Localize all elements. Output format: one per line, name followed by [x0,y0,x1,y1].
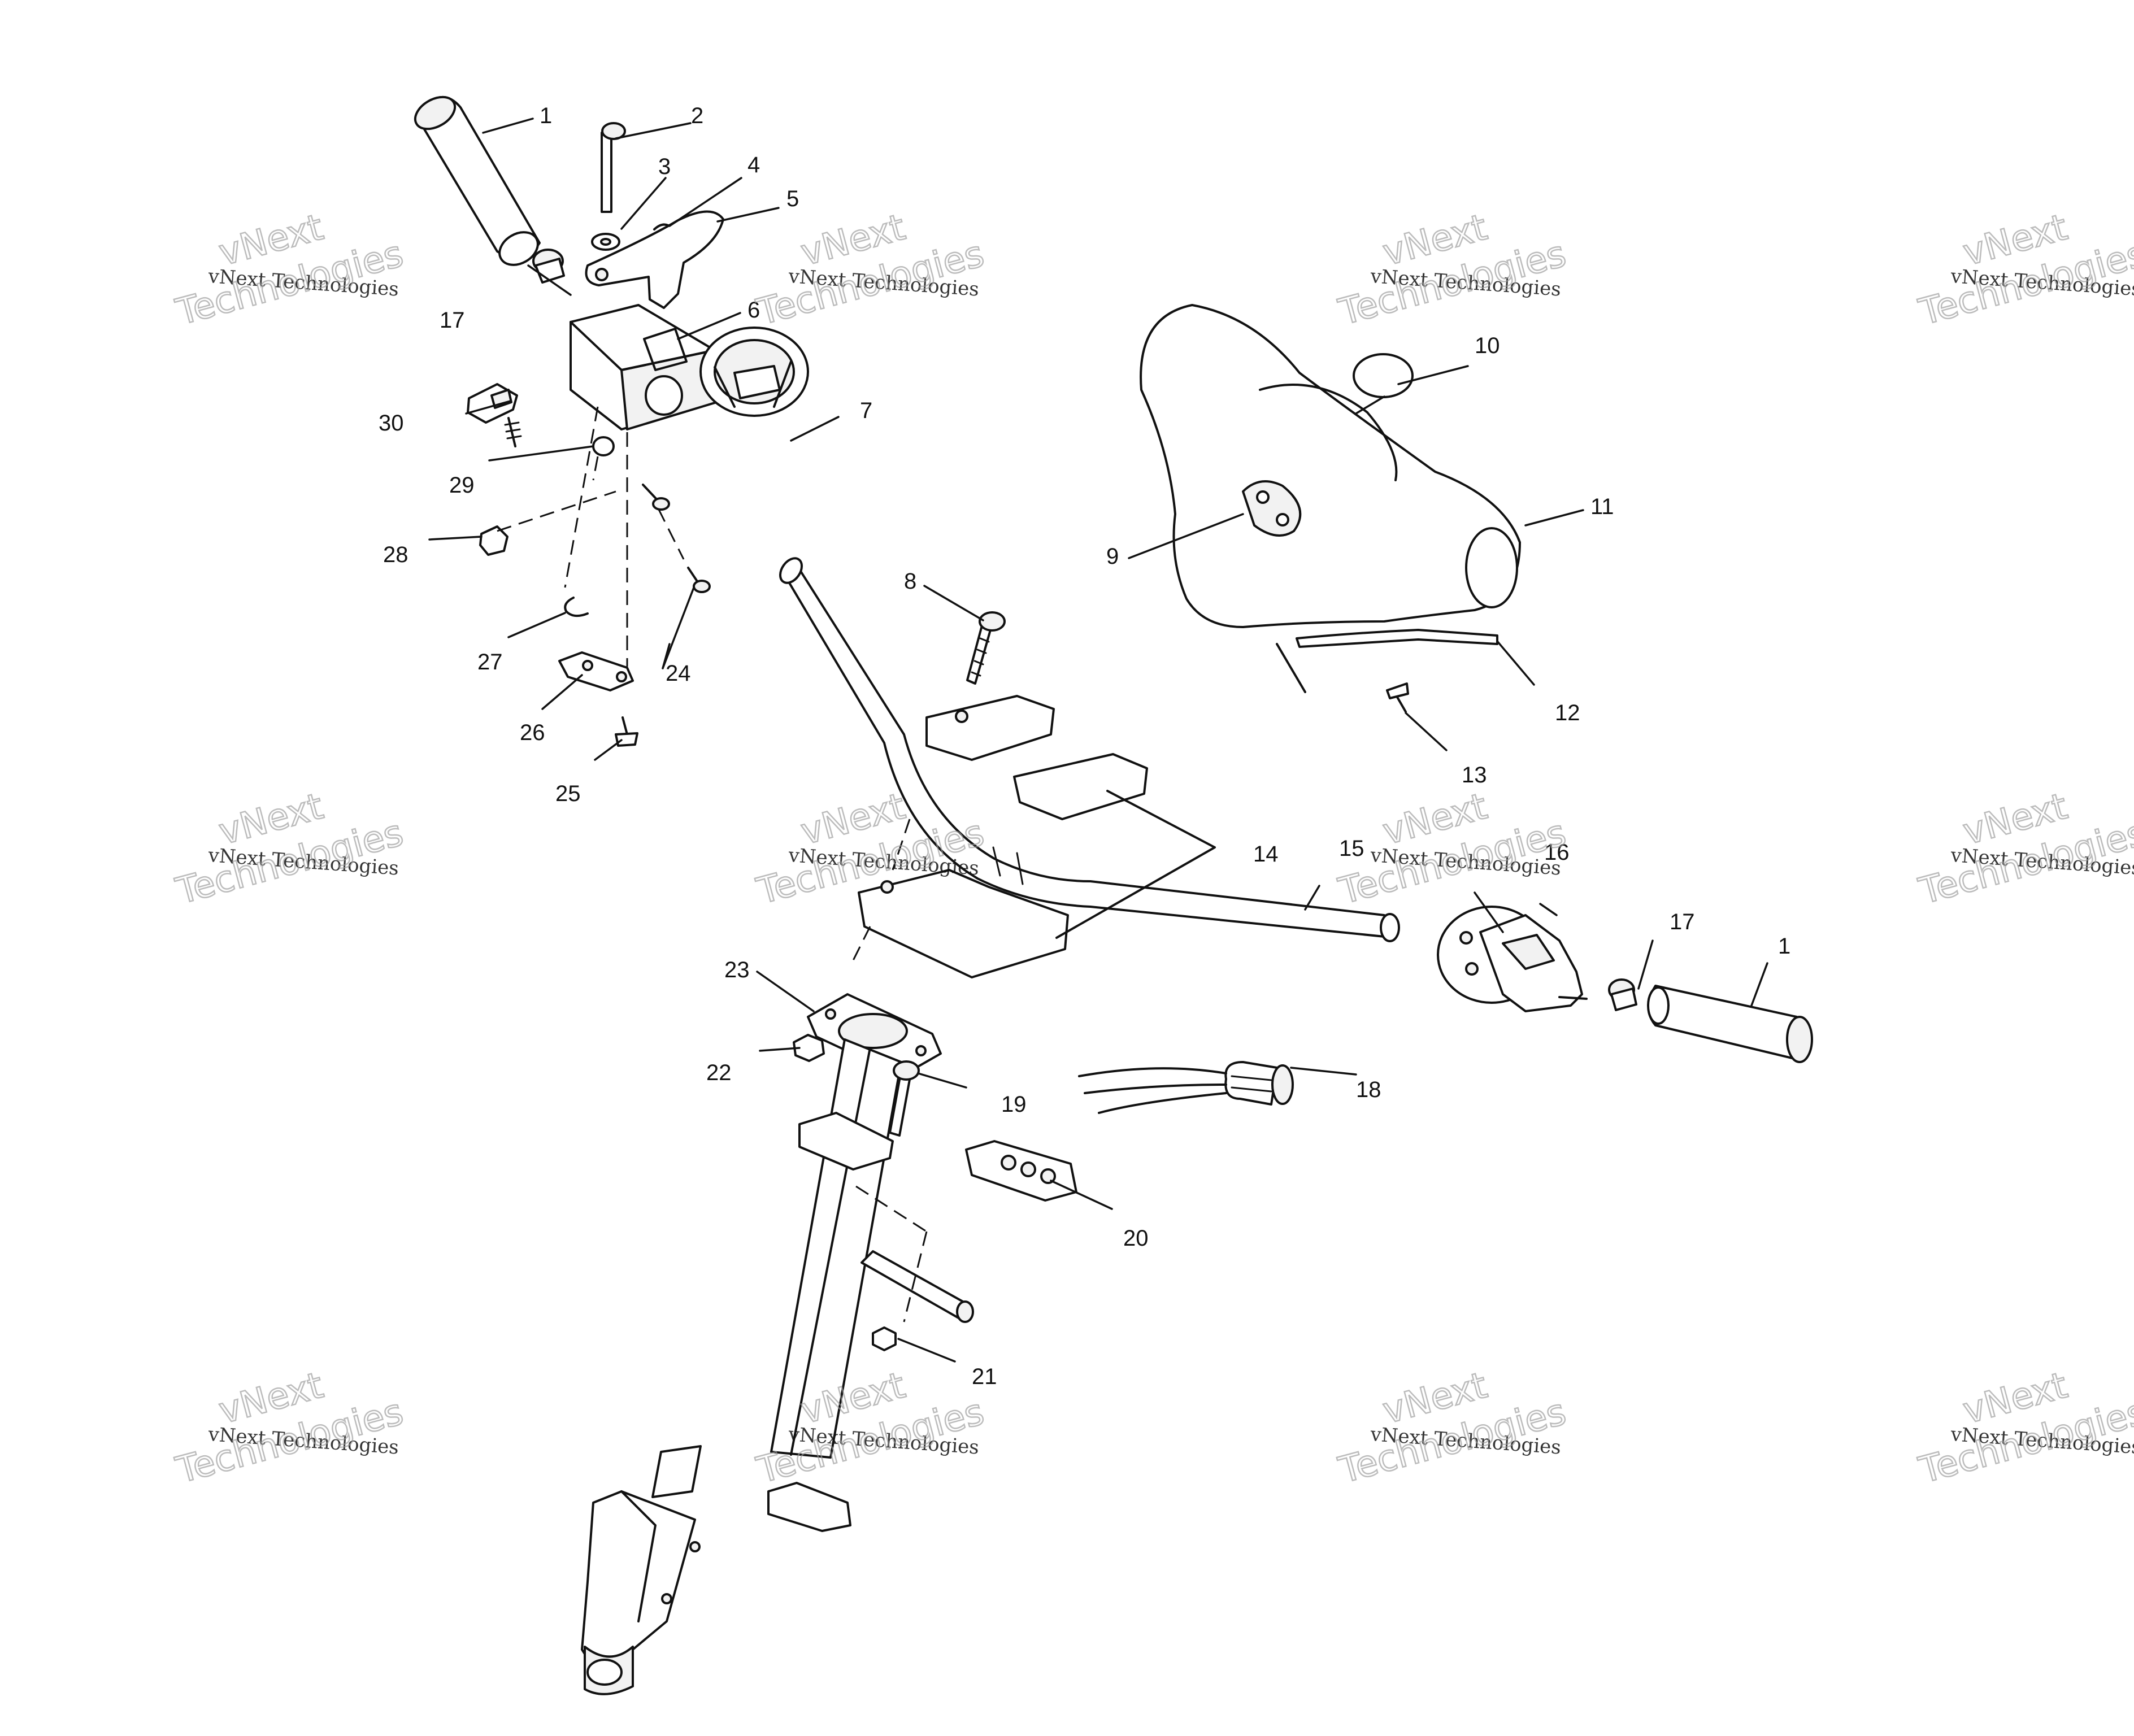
callout-3: 3 [658,154,671,179]
assembly-line-post [855,1185,928,1322]
part-24-screws [642,484,711,593]
callout-9: 9 [1106,544,1119,569]
part-12-strap [1296,629,1498,648]
part-29-ball [592,436,615,456]
part-16-right-switch-housing [1437,906,1588,1012]
callout-1-left: 1 [540,103,552,128]
watermark: vNext Technologies vNext Technologies [171,785,408,913]
callout-labels: 1 2 3 4 5 17 6 30 7 29 28 8 27 24 26 25 … [379,103,1790,1389]
part-17-plug-right [1608,978,1637,1011]
watermark: vNext Technologies vNext Technologies [1334,1364,1571,1493]
assembly-line-clamp [852,926,871,961]
part-23-steering-plate [807,993,942,1077]
watermark: vNext Technologies vNext Technologies [1914,206,2134,334]
callout-14: 14 [1253,842,1279,867]
leader-lines [428,118,1768,1363]
callout-30: 30 [379,411,404,436]
watermark: vNext Technologies vNext Technologies [1334,785,1571,913]
callout-5: 5 [786,186,799,211]
part-19-bolt [889,1060,920,1137]
part-20-bracket [965,1140,1077,1202]
callout-22: 22 [706,1060,732,1085]
watermark: vNext Technologies vNext Technologies [752,206,989,334]
assembly-line-nut [497,490,616,532]
part-18-heater-element [1078,1061,1294,1114]
callout-21: 21 [972,1364,997,1389]
callout-13: 13 [1462,763,1487,787]
callout-17-left: 17 [440,308,465,333]
part-27-clip [564,597,589,617]
assembly-line-clamp [892,819,911,871]
part-6-control-housing [570,304,722,430]
callout-20: 20 [1123,1226,1149,1251]
watermark: vNext Technologies vNext Technologies [1334,206,1571,334]
watermark: vNext Technologies vNext Technologies [1914,1364,2134,1493]
watermark: vNext Technologies vNext Technologies [1914,785,2134,913]
part-30-connector [467,383,522,447]
callout-17-right: 17 [1670,910,1695,934]
part-10-pad-label [1353,353,1414,398]
part-11-handlebar-pad [1140,304,1521,628]
part-17-plug-left [532,249,565,284]
part-2-pin [601,122,626,213]
callout-16: 16 [1544,840,1570,865]
callout-11: 11 [1590,494,1614,519]
part-handlebar-clamp-upper [925,695,1148,820]
part-22-nut [793,1034,825,1062]
callout-25: 25 [555,781,581,806]
part-28-nut [479,525,508,556]
callout-4: 4 [747,153,760,177]
pad-strap-line [1276,643,1306,693]
callout-29: 29 [449,473,475,498]
callout-8: 8 [904,569,916,594]
part-13-push-rivet [1386,682,1409,713]
part-21-sleeve [860,1250,974,1351]
callout-28: 28 [383,542,408,567]
part-1-right-grip [1647,985,1813,1063]
callout-23: 23 [724,958,750,982]
assembly-line-ball [592,456,599,481]
part-5-throttle-lever [585,210,724,309]
callout-10: 10 [1475,333,1500,358]
part-3-washer [591,233,620,251]
clamp-leader-lines [1055,790,1216,939]
callout-6: 6 [747,298,760,323]
callout-18: 18 [1356,1077,1381,1102]
callout-1-right: 1 [1778,934,1790,959]
assembly-line-housing [564,406,599,588]
watermark: vNext Technologies vNext Technologies [171,206,408,334]
callout-15: 15 [1339,836,1364,861]
part-8-bolt [966,611,1006,685]
callout-12: 12 [1555,701,1580,725]
watermark: vNext Technologies vNext Technologies [171,1364,408,1493]
part-14-handlebar [779,557,1400,942]
callout-26: 26 [520,720,545,745]
callout-2: 2 [691,103,703,128]
part-9-nut-plate [1242,480,1302,537]
assembly-line-screw [657,508,685,560]
part-1-left-grip [414,95,541,266]
part-steering-post [581,1038,902,1695]
callout-7: 7 [860,398,872,423]
part-7-switch-housing [699,327,809,417]
callout-27: 27 [477,650,503,675]
part-26-cover-plate [558,651,634,691]
callout-24: 24 [666,661,691,686]
callout-19: 19 [1001,1092,1027,1117]
